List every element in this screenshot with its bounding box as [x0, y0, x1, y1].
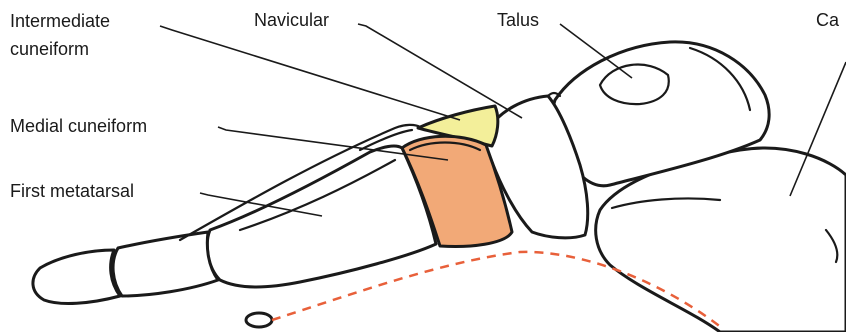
distal-phalanx-bone: [33, 250, 120, 303]
label-talus: Talus: [497, 10, 539, 30]
label-calcaneus-partial: Ca: [816, 10, 840, 30]
label-intermediate-cuneiform-line2: cuneiform: [10, 39, 89, 59]
label-first-metatarsal: First metatarsal: [10, 181, 134, 201]
label-navicular: Navicular: [254, 10, 329, 30]
label-medial-cuneiform: Medial cuneiform: [10, 116, 147, 136]
proximal-phalanx-bone: [113, 232, 218, 296]
label-intermediate-cuneiform-line1: Intermediate: [10, 11, 110, 31]
sesamoid-bone: [246, 313, 272, 327]
navicular-leader: [358, 24, 522, 118]
intermediate-cuneiform-leader: [160, 26, 460, 120]
